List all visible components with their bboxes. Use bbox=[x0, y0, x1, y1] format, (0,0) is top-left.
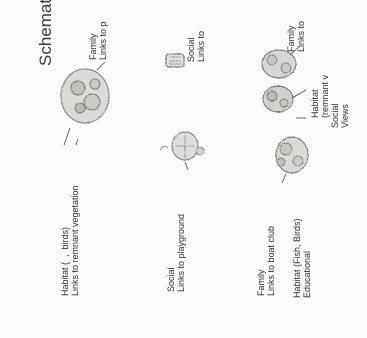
label-family-links-p: Family Links to p bbox=[88, 21, 109, 60]
leader-habitat-remnant bbox=[64, 128, 70, 145]
label-social-views: Social Views bbox=[330, 103, 351, 128]
leader-playground bbox=[185, 162, 188, 170]
sketch-blob-habitat-right bbox=[263, 86, 293, 112]
leader-family-p bbox=[97, 62, 105, 70]
sketch-blob-boat-club bbox=[276, 137, 308, 173]
label-habitat-remnant-right: Habitat (remnant v bbox=[310, 75, 331, 118]
label-habitat-remnant-vegetation: Habitat ( , birds) Links to remnant vege… bbox=[60, 185, 81, 296]
diagram-title: Schematic links bbox=[36, 0, 56, 66]
leader-habitat-right bbox=[292, 90, 306, 98]
leader-tick-left bbox=[76, 139, 78, 145]
label-social-playground: Social Links to playground bbox=[166, 214, 187, 292]
sketch-icon-social-top bbox=[166, 54, 184, 67]
leader-boat-club bbox=[282, 174, 286, 183]
sketch-icon-playground bbox=[160, 132, 204, 160]
label-habitat-educational: Habitat (Fish, Birds) Educational bbox=[292, 218, 313, 298]
label-social-links-top: Social Links to bbox=[186, 31, 207, 62]
label-family-boat-club: Family Links to boat club bbox=[256, 226, 277, 296]
label-family-links-right: Family Links to bbox=[286, 21, 307, 52]
sketch-blob-habitat-remnant bbox=[61, 69, 109, 123]
